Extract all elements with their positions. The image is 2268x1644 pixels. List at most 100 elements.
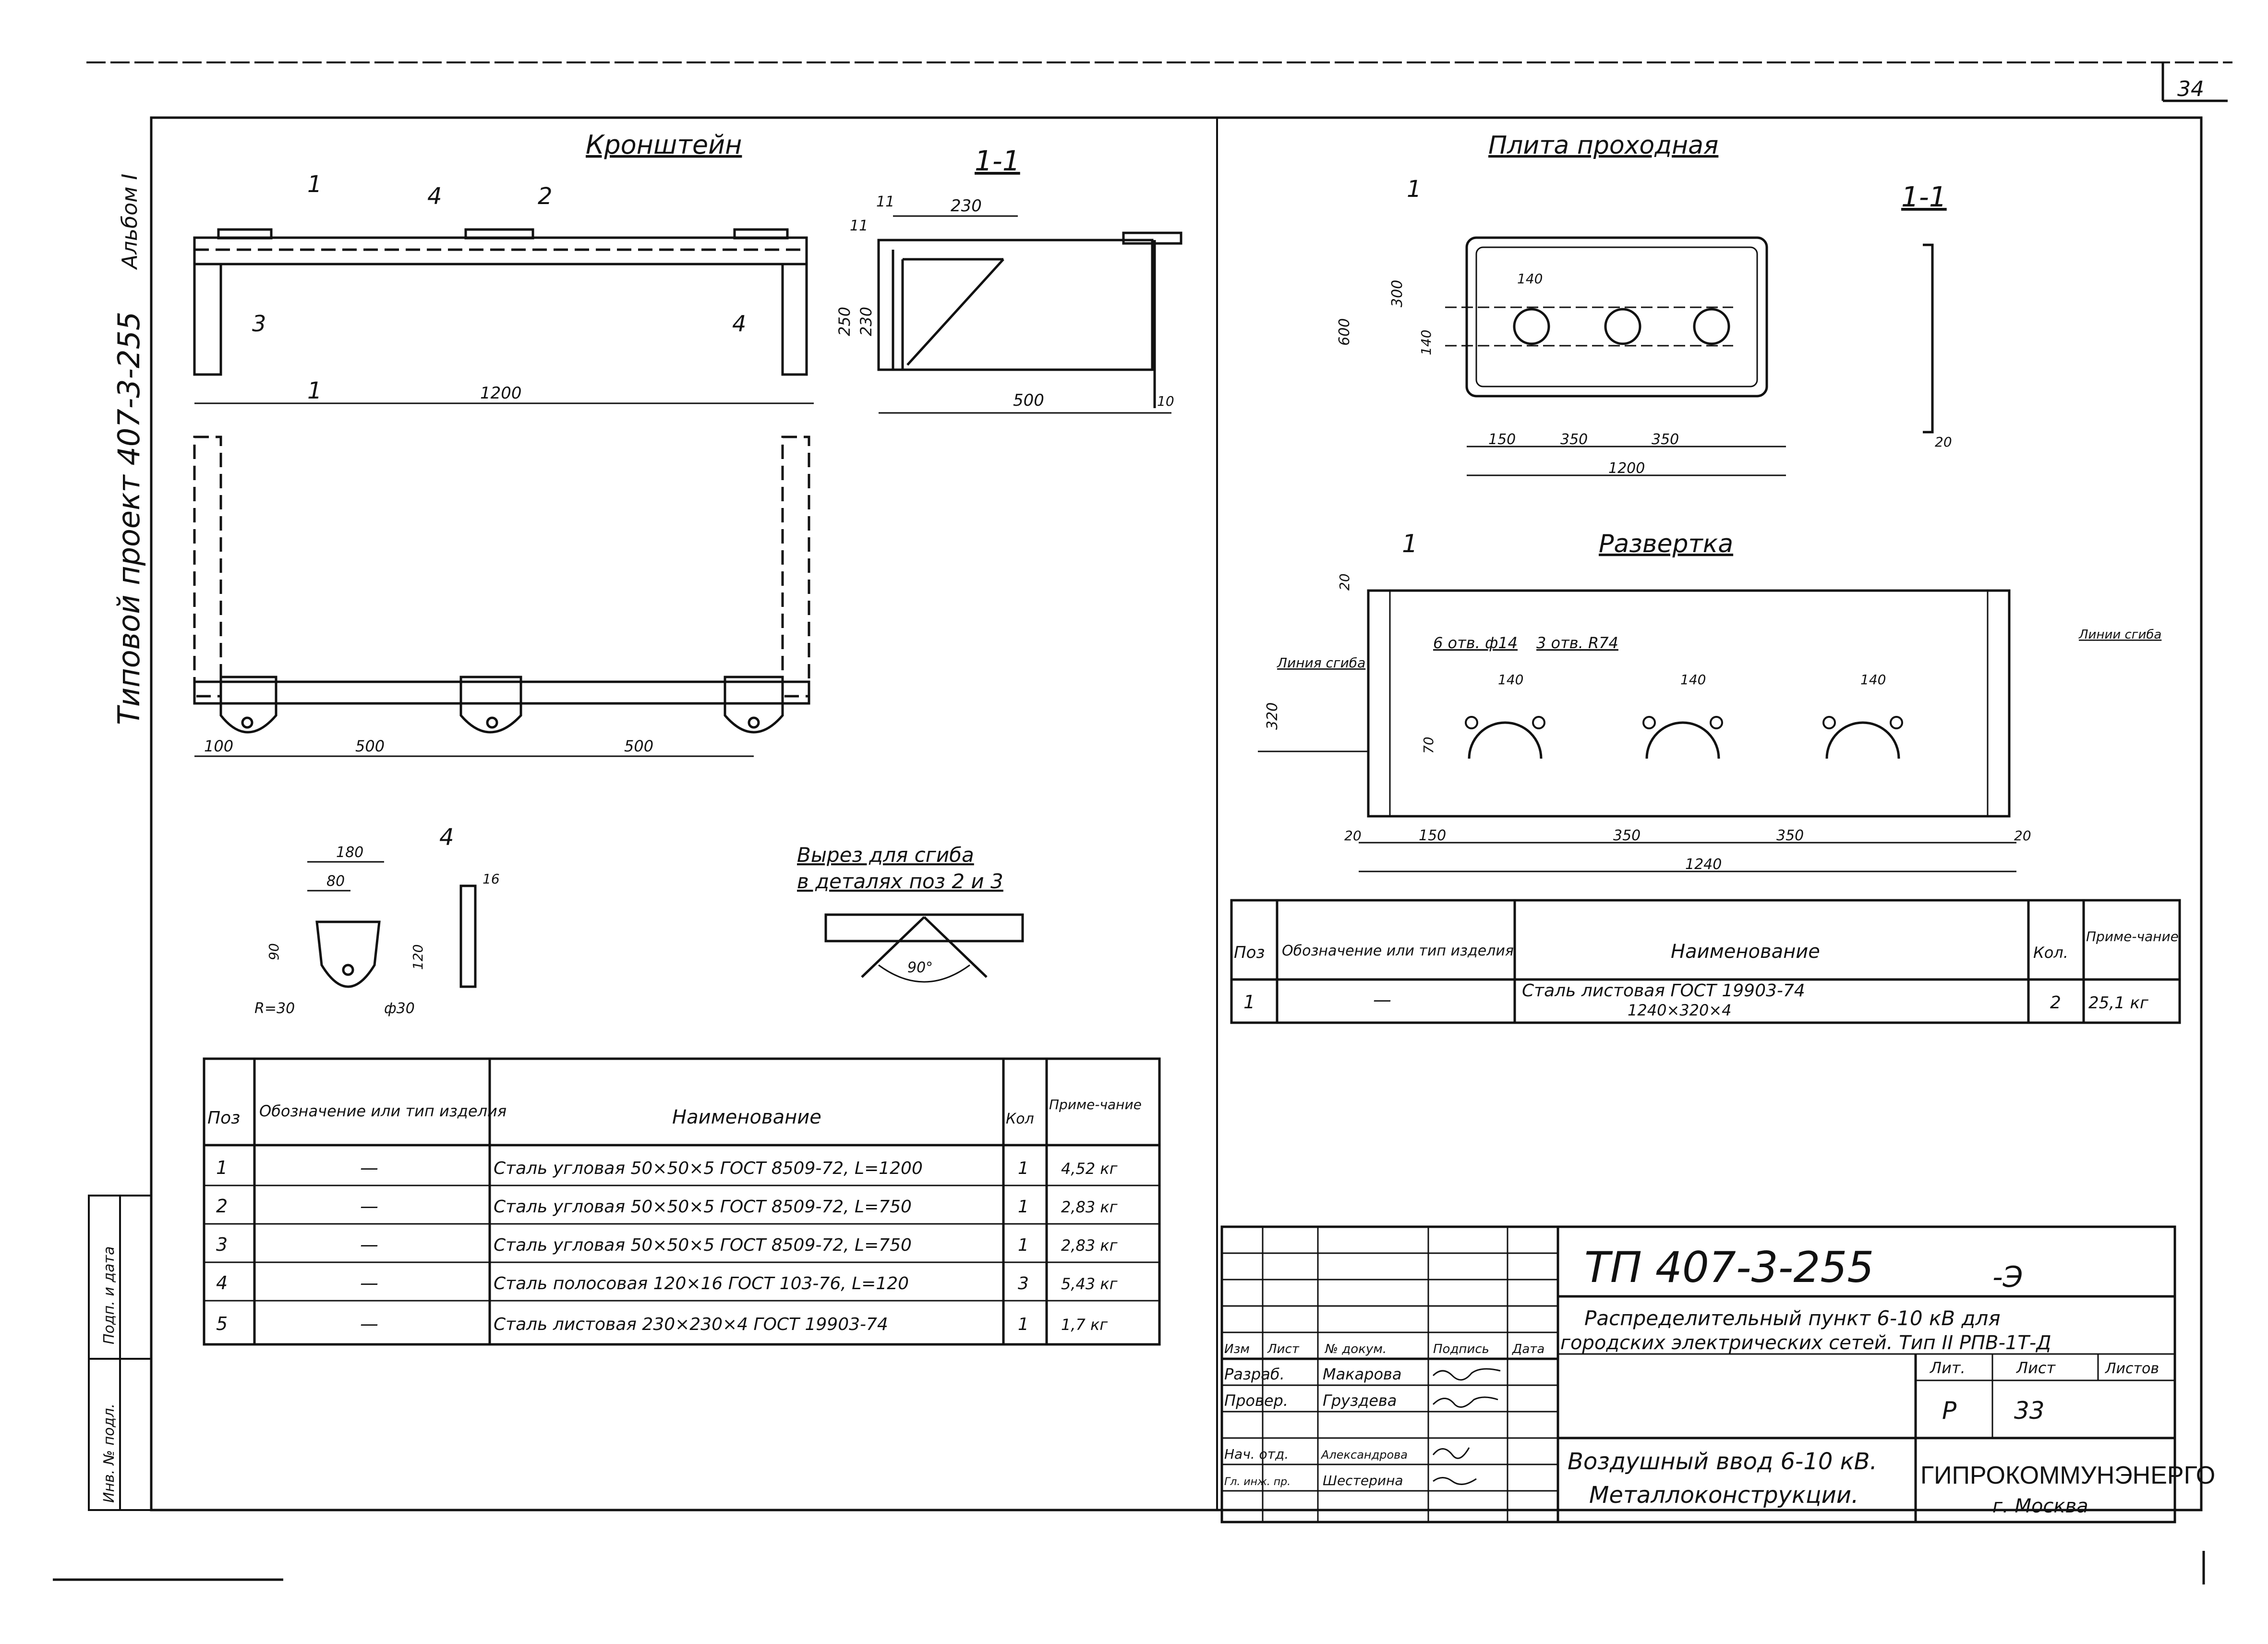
unfold-cutouts <box>1465 716 1903 759</box>
tb-name-head: Александрова <box>1320 1448 1408 1462</box>
bracket-spec-rows: 1 — Сталь угловая 50×50×5 ГОСТ 8509-72, … <box>216 1157 1118 1334</box>
bs-r4-note: 5,43 кг <box>1061 1275 1118 1293</box>
title-block <box>1220 1225 2176 1523</box>
detail-dim-120: 120 <box>410 944 426 970</box>
plate-dim-350a: 350 <box>1560 431 1588 448</box>
sec-dim-250: 250 <box>835 307 854 336</box>
plate-drawing: Плита проходная 1-1 1 140 300 600 140 15… <box>1258 131 2161 873</box>
tb-role-dev: Разраб. <box>1224 1365 1285 1383</box>
bs-r2-pos: 2 <box>216 1196 228 1217</box>
plate-sec-dim-20: 20 <box>1935 434 1952 450</box>
callout-1b: 4 <box>427 183 442 210</box>
tb-suffix: -Э <box>1992 1260 2023 1294</box>
unfold-cutout-1 <box>1468 721 1543 759</box>
ps-h-note: Приме-чание <box>2086 929 2179 944</box>
tb-lit-header: Лит. <box>1930 1359 1966 1377</box>
plate-dim-600: 600 <box>1336 318 1353 346</box>
plate-section-title: 1-1 <box>1901 181 1947 213</box>
detail-dim-f30: ф30 <box>384 1000 415 1017</box>
unfold-bolt-hole-2 <box>1532 716 1545 729</box>
bs-r1-desig: — <box>360 1157 378 1178</box>
tb-sheet-title-2: Металлоконструкции. <box>1589 1482 1858 1509</box>
plan-dim-500a: 500 <box>355 737 385 755</box>
unfold-dim-140c: 140 <box>1860 672 1886 688</box>
ps-h-desig: Обозначение или тип изделия <box>1282 943 1514 959</box>
unfold-title: Развертка <box>1599 530 1733 558</box>
bs-r2-note: 2,83 кг <box>1061 1198 1118 1216</box>
bs-r5-desig: — <box>360 1313 378 1334</box>
left-edge-columns <box>88 1195 152 1511</box>
bs-r3-qty: 1 <box>1018 1235 1029 1255</box>
plate-dim-350b: 350 <box>1652 431 1679 448</box>
unfold-dim-140b: 140 <box>1680 672 1706 688</box>
callout-4a: 2 <box>538 183 553 210</box>
bs-h-note: Приме-чание <box>1049 1097 1142 1112</box>
plate-dim-300: 300 <box>1389 280 1406 307</box>
tb-sheet-header: Лист <box>2016 1359 2056 1377</box>
detail-dim-80: 80 <box>326 873 345 890</box>
unfold-dim-350b: 350 <box>1776 827 1804 844</box>
plan-dim-100: 100 <box>204 737 233 755</box>
bs-r3-pos: 3 <box>216 1234 228 1255</box>
tb-col-doc: № докум. <box>1324 1342 1387 1356</box>
tb-name-chk: Груздева <box>1323 1391 1397 1410</box>
unfold-dim-320: 320 <box>1264 702 1281 730</box>
cut-note-1: Вырез для сгиба <box>797 843 974 867</box>
unfold-bend-lines: Линии сгиба <box>2078 628 2161 642</box>
bs-r5-note: 1,7 кг <box>1061 1316 1108 1334</box>
bs-r3-desig: — <box>360 1234 378 1255</box>
bs-r5-name: Сталь листовая 230×230×4 ГОСТ 19903-74 <box>494 1315 888 1334</box>
unfold-dim-20b: 20 <box>1344 828 1362 844</box>
unfold-bolt-hole-1 <box>1465 716 1478 729</box>
ps-r1-name2: 1240×320×4 <box>1628 1001 1732 1019</box>
tb-lit: Р <box>1942 1397 1957 1425</box>
ps-h-name: Наименование <box>1671 941 1820 963</box>
ps-r1-note: 25,1 кг <box>2088 993 2149 1013</box>
ps-r1-name: Сталь листовая ГОСТ 19903-74 <box>1522 981 1805 1001</box>
unfold-callout-1: 1 <box>1402 530 1418 558</box>
bs-r1-name: Сталь угловая 50×50×5 ГОСТ 8509-72, L=12… <box>494 1159 923 1178</box>
tb-col-sign: Подпись <box>1433 1342 1489 1356</box>
unfold-dim-350a: 350 <box>1613 827 1641 844</box>
plate-dim-150: 150 <box>1488 431 1516 448</box>
bracket-title: Кронштейн <box>586 130 742 160</box>
detail-dim-16: 16 <box>483 871 500 887</box>
tb-desc-2: городских электрических сетей. Тип II РП… <box>1560 1332 2051 1354</box>
bs-h-name: Наименование <box>672 1106 821 1128</box>
unfold-holes-r74: 3 отв. R74 <box>1536 634 1618 652</box>
bs-r4-name: Сталь полосовая 120×16 ГОСТ 103-76, L=12… <box>494 1274 909 1293</box>
tb-city: г. Москва <box>1992 1495 2088 1517</box>
tb-sheet-title-1: Воздушный ввод 6-10 кВ. <box>1568 1448 1877 1475</box>
unfold-holes-14: 6 отв. ф14 <box>1433 634 1518 652</box>
unfold-dim-20a: 20 <box>1337 573 1352 591</box>
detail-dim-180: 180 <box>336 844 363 861</box>
sec-dim-500: 500 <box>1013 391 1044 410</box>
bs-h-qty: Кол <box>1006 1111 1034 1127</box>
plate-dim-140: 140 <box>1517 271 1543 287</box>
tb-col-list: Лист <box>1267 1342 1300 1356</box>
tb-col-date: Дата <box>1512 1342 1544 1356</box>
tb-name-dev: Макарова <box>1323 1365 1402 1383</box>
unfold-bolt-hole-5 <box>1822 716 1836 729</box>
tb-role-chief: Гл. инж. пр. <box>1224 1476 1291 1488</box>
bs-r2-desig: — <box>360 1196 378 1217</box>
tb-org: ГИПРОКОММУНЭНЕРГО <box>1920 1462 2215 1489</box>
bs-r2-qty: 1 <box>1018 1197 1029 1217</box>
tb-name-chief: Шестерина <box>1323 1473 1403 1488</box>
cut-note-2: в деталях поз 2 и 3 <box>797 870 1003 893</box>
unfold-dim-140a: 140 <box>1498 672 1523 688</box>
callout-3: 4 <box>732 311 746 337</box>
detail-dim-r30: R=30 <box>254 1000 295 1017</box>
unfold-dim-1240: 1240 <box>1685 856 1722 873</box>
tb-sheet: 33 <box>2014 1397 2045 1425</box>
sec-dim-11a: 11 <box>876 193 894 210</box>
bracket-section-title: 1-1 <box>975 145 1020 177</box>
unfold-dim-150: 150 <box>1419 827 1446 844</box>
tb-code: ТП 407-3-255 <box>1584 1243 1874 1292</box>
title-block-content: ТП 407-3-255 -Э Распределительный пункт … <box>1224 1243 2215 1517</box>
bs-r4-pos: 4 <box>216 1272 228 1293</box>
ps-r1-qty: 2 <box>2050 993 2061 1013</box>
bs-h-desig: Обозначение или тип изделия <box>259 1102 507 1120</box>
edge-col-inv: Инв. № подл. <box>101 1403 118 1503</box>
